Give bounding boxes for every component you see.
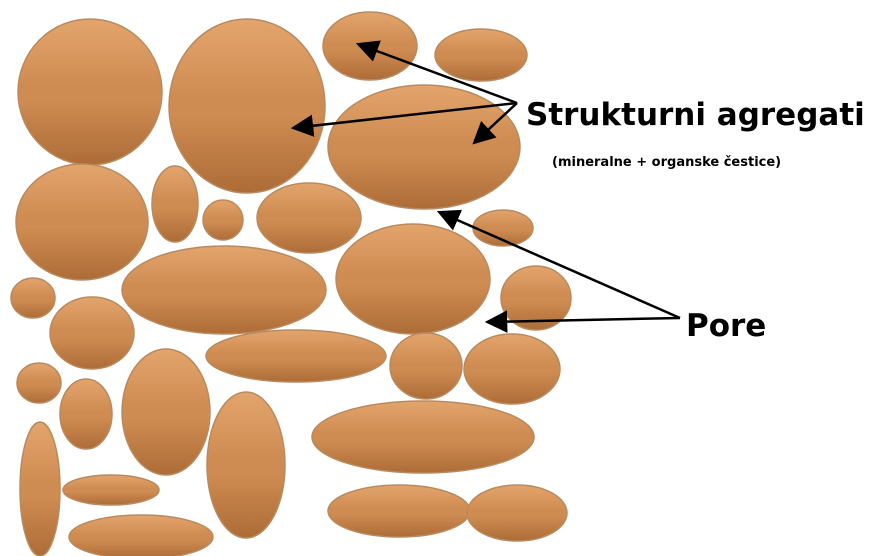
soil-aggregate-11 bbox=[11, 278, 55, 318]
soil-aggregate-5 bbox=[328, 85, 520, 209]
aggregates-note: (mineralne + organske čestice) bbox=[552, 155, 781, 170]
soil-aggregate-28 bbox=[69, 515, 213, 556]
soil-aggregate-13 bbox=[336, 224, 490, 334]
soil-aggregate-18 bbox=[464, 334, 560, 404]
soil-aggregate-26 bbox=[328, 485, 470, 537]
soil-aggregate-16 bbox=[206, 330, 386, 382]
soil-aggregate-2 bbox=[169, 19, 325, 193]
soil-aggregate-9 bbox=[257, 183, 361, 253]
soil-aggregate-23 bbox=[312, 401, 534, 473]
soil-aggregate-1 bbox=[18, 19, 162, 165]
aggregates-group bbox=[11, 12, 571, 556]
soil-aggregate-19 bbox=[17, 363, 61, 403]
soil-aggregate-25 bbox=[63, 475, 159, 505]
soil-aggregate-3 bbox=[323, 12, 417, 80]
pores-label: Pore bbox=[686, 308, 766, 344]
soil-aggregate-22 bbox=[207, 392, 285, 538]
soil-aggregate-21 bbox=[122, 349, 210, 475]
soil-aggregate-17 bbox=[390, 333, 462, 399]
soil-aggregate-8 bbox=[203, 200, 243, 240]
soil-aggregate-20 bbox=[60, 379, 112, 449]
soil-aggregate-6 bbox=[16, 164, 148, 280]
soil-aggregate-12 bbox=[122, 246, 326, 334]
aggregates-label: Strukturni agregati bbox=[526, 97, 865, 133]
soil-aggregate-4 bbox=[435, 29, 527, 81]
soil-aggregate-15 bbox=[50, 297, 134, 369]
soil-aggregate-7 bbox=[152, 166, 198, 242]
soil-aggregate-27 bbox=[467, 485, 567, 541]
soil-aggregate-24 bbox=[20, 422, 60, 556]
